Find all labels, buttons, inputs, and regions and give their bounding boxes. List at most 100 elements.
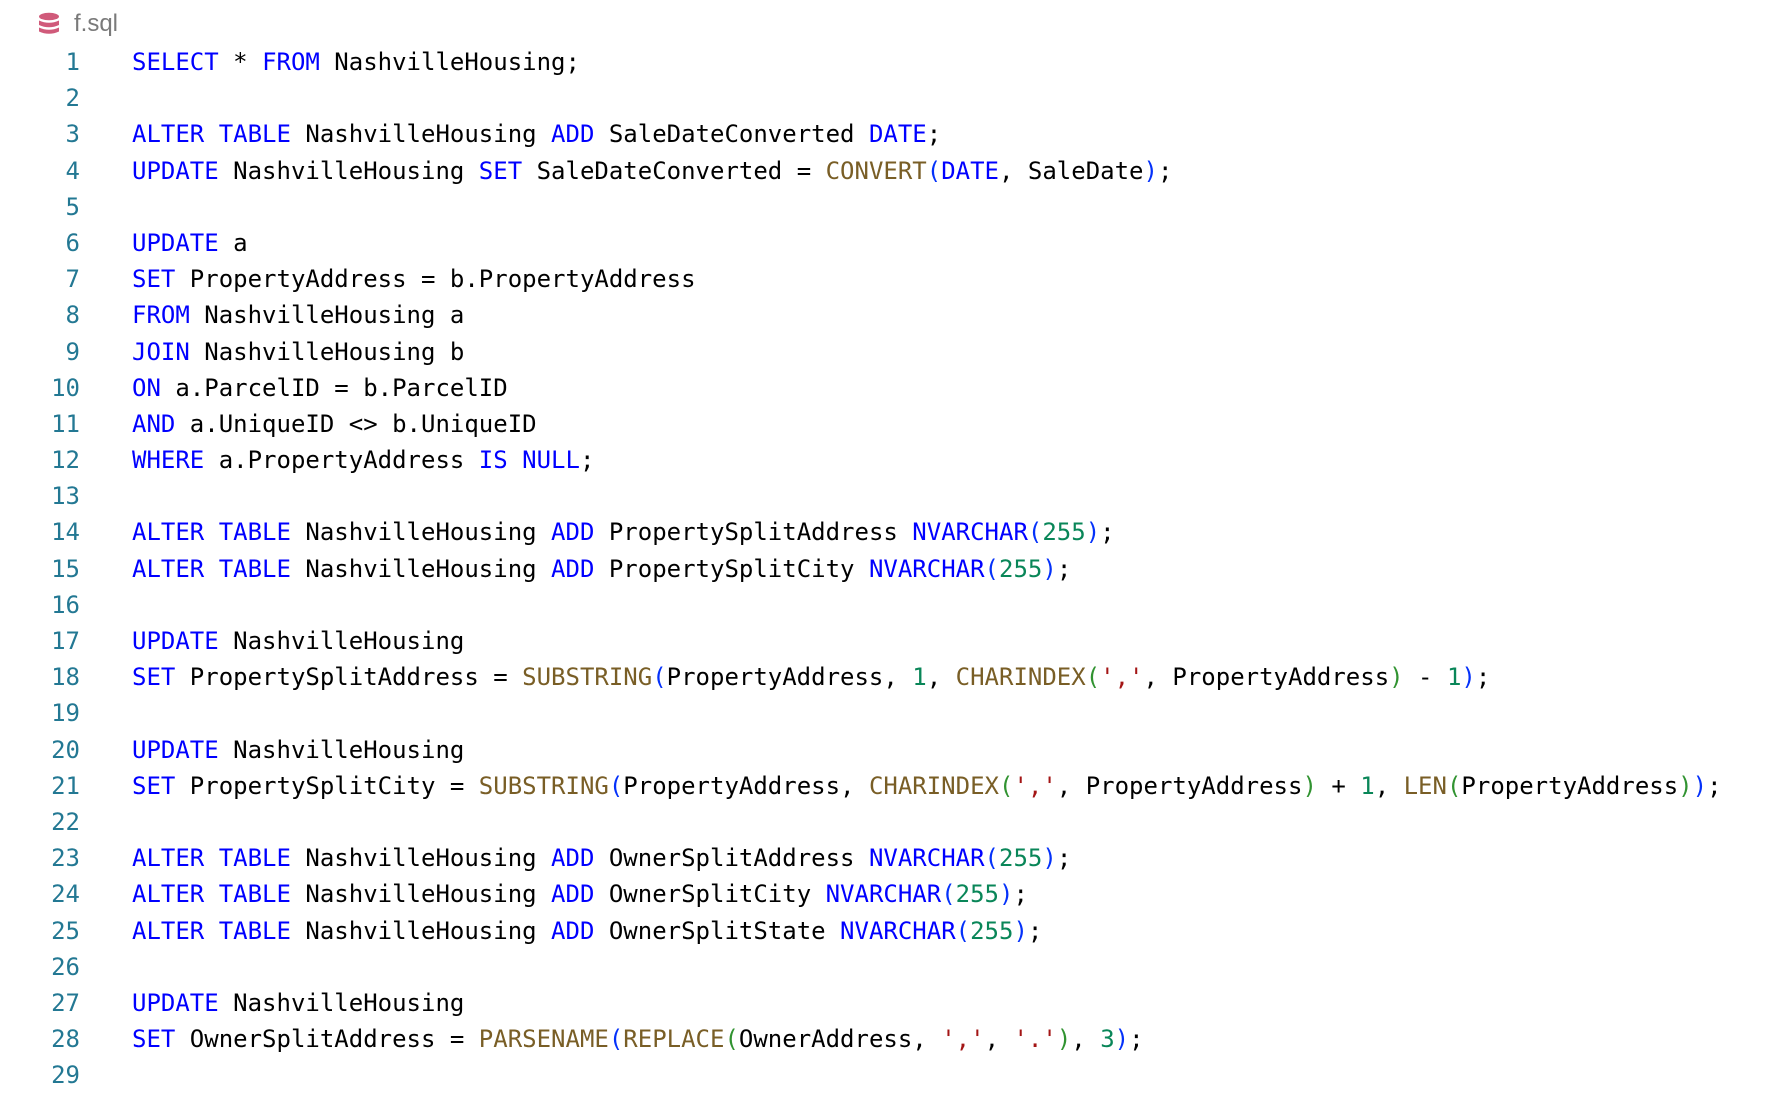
code-text: WHERE a.PropertyAddress IS NULL; xyxy=(132,442,594,478)
code-line[interactable]: 16 xyxy=(0,587,1722,623)
token-b2: ( xyxy=(1085,663,1101,692)
token-b1: ) xyxy=(1143,156,1158,185)
token-b1: ( xyxy=(941,880,956,909)
line-number: 28 xyxy=(51,1025,80,1054)
token-tx: a.PropertyAddress xyxy=(204,446,479,475)
token-fn: CHARINDEX xyxy=(868,771,999,800)
token-tx: , xyxy=(1071,1025,1101,1054)
token-tx: ; xyxy=(579,446,595,475)
token-b1: ) xyxy=(1042,844,1057,873)
token-b1: ) xyxy=(999,880,1014,909)
token-kw: ALTER TABLE xyxy=(132,880,291,909)
code-line[interactable]: 2 xyxy=(0,80,1722,116)
token-b1: ( xyxy=(1027,518,1043,547)
token-b1: ( xyxy=(926,156,942,185)
token-tx: NashvilleHousing xyxy=(218,627,465,655)
token-tx: , PropertyAddress xyxy=(1056,771,1303,800)
token-kw: FROM xyxy=(132,301,190,330)
token-fn: SUBSTRING xyxy=(478,771,609,800)
code-text: SET PropertySplitAddress = SUBSTRING(Pro… xyxy=(132,659,1490,695)
code-line[interactable]: 29 xyxy=(0,1057,1722,1093)
token-num: 1 xyxy=(912,663,927,692)
token-str: ',' xyxy=(1013,771,1057,800)
token-kw: UPDATE xyxy=(132,627,219,655)
line-number: 19 xyxy=(51,699,80,728)
code-text: SELECT * FROM NashvilleHousing; xyxy=(132,44,580,80)
token-tx: , xyxy=(984,1025,1014,1054)
token-kw: NVARCHAR xyxy=(840,916,956,945)
file-tab[interactable]: f.sql xyxy=(38,6,118,42)
token-kw: SET xyxy=(132,663,176,692)
token-b1: ) xyxy=(1114,1025,1130,1054)
token-b1: ) xyxy=(1692,771,1708,800)
token-tx: PropertySplitCity xyxy=(594,554,869,583)
token-tx: NashvilleHousing xyxy=(218,988,465,1017)
line-number: 10 xyxy=(51,373,80,402)
code-line[interactable]: 5 xyxy=(0,189,1722,225)
token-b1: ) xyxy=(1042,554,1057,583)
line-number: 4 xyxy=(65,156,80,185)
token-kw: FROM xyxy=(262,48,320,76)
token-b2: ( xyxy=(1446,771,1462,800)
token-b1: ( xyxy=(984,554,999,583)
token-b1: ) xyxy=(1461,663,1476,692)
file-name: f.sql xyxy=(74,10,119,37)
token-tx: - xyxy=(1403,663,1447,692)
code-text: UPDATE NashvilleHousing xyxy=(132,623,464,659)
code-line[interactable]: 13 xyxy=(0,478,1722,514)
code-text: FROM NashvilleHousing a xyxy=(132,297,464,333)
code-text: UPDATE NashvilleHousing xyxy=(132,985,464,1021)
code-line[interactable]: 23 ALTER TABLE NashvilleHousing ADD Owner… xyxy=(0,840,1722,876)
token-kw: SET xyxy=(478,156,523,185)
code-line[interactable]: 3 ALTER TABLE NashvilleHousing ADD SaleDa… xyxy=(0,116,1722,152)
token-num: 255 xyxy=(970,916,1014,945)
token-tx: ; xyxy=(1475,663,1491,692)
token-b2: ) xyxy=(1678,771,1693,800)
code-line[interactable]: 4 UPDATE NashvilleHousing SET SaleDateCon… xyxy=(0,153,1722,189)
code-text: UPDATE NashvilleHousing SET SaleDateConv… xyxy=(132,153,1172,189)
token-tx: ; xyxy=(1056,844,1072,873)
token-num: 255 xyxy=(999,554,1043,583)
token-tx: NashvilleHousing xyxy=(290,120,552,149)
code-text: JOIN NashvilleHousing b xyxy=(132,334,464,370)
token-tx: OwnerSplitCity xyxy=(594,880,826,909)
code-line[interactable]: 26 xyxy=(0,949,1722,985)
line-number: 3 xyxy=(65,120,80,149)
code-line[interactable]: 19 xyxy=(0,695,1722,731)
token-tx: ; xyxy=(1100,518,1115,547)
token-b1: ( xyxy=(652,663,667,692)
token-kw: ALTER TABLE xyxy=(132,554,291,583)
token-tx: + xyxy=(1316,771,1361,800)
token-tx: NashvilleHousing xyxy=(290,518,552,547)
token-tx: , PropertyAddress xyxy=(1143,663,1390,692)
code-text: ALTER TABLE NashvilleHousing ADD SaleDat… xyxy=(132,116,941,152)
code-text: ALTER TABLE NashvilleHousing ADD OwnerSp… xyxy=(132,876,1028,912)
code-line[interactable]: 22 xyxy=(0,804,1722,840)
token-tx: NashvilleHousing xyxy=(290,554,552,583)
token-num: 255 xyxy=(1042,518,1086,547)
token-fn: CONVERT xyxy=(825,156,927,185)
code-text: ALTER TABLE NashvilleHousing ADD OwnerSp… xyxy=(132,840,1071,876)
line-number: 23 xyxy=(51,844,80,873)
token-tx: NashvilleHousing; xyxy=(319,48,580,76)
token-tx: , xyxy=(1374,771,1404,800)
